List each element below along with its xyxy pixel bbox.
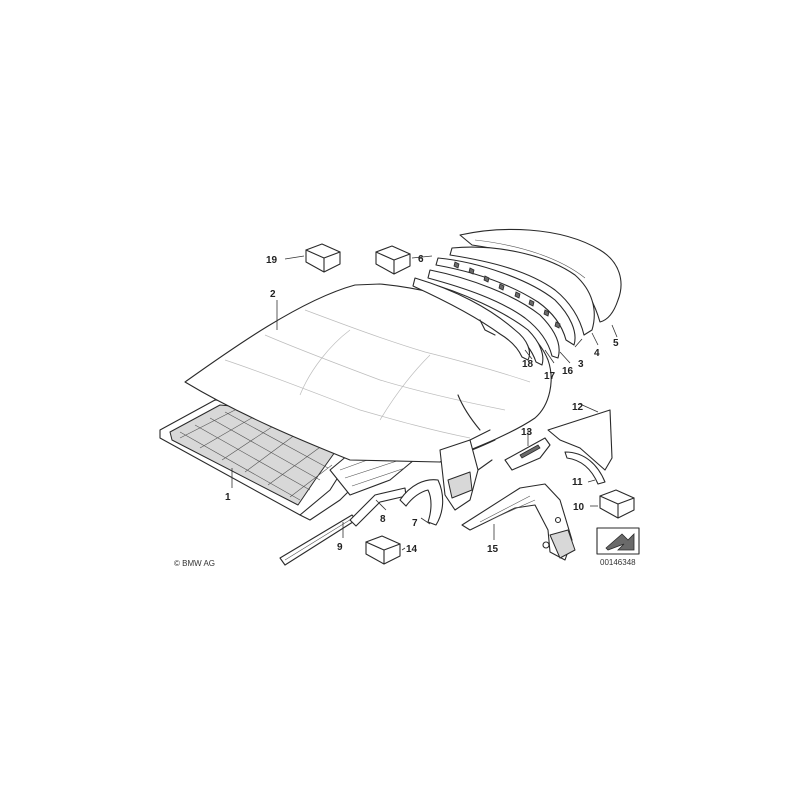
rail-part-4[interactable] (449, 246, 595, 336)
hinge-mechanism-left[interactable] (439, 429, 493, 511)
callout-11: 11 (572, 477, 583, 488)
callout-6: 6 (418, 254, 424, 265)
callout-13: 13 (521, 427, 533, 438)
callout-14: 14 (406, 544, 418, 555)
trim-part-8[interactable] (349, 487, 407, 527)
direction-arrow-icon (605, 533, 635, 551)
pad-block-19[interactable] (305, 243, 341, 273)
callout-5: 5 (613, 338, 619, 349)
callout-8: 8 (380, 514, 386, 525)
orientation-arrow-box (596, 527, 640, 555)
rail-part-18[interactable] (412, 277, 531, 361)
rail-part-16[interactable] (427, 269, 560, 359)
callout-18: 18 (522, 359, 534, 370)
rail-part-3[interactable] (435, 257, 576, 346)
copyright-text: © BMW AG (174, 559, 215, 568)
leader-lines (231, 255, 618, 551)
hinge-bracket-15[interactable] (461, 483, 576, 561)
callout-19: 19 (266, 255, 278, 266)
callout-2: 2 (270, 289, 276, 300)
callout-10: 10 (573, 502, 585, 513)
callout-15: 15 (487, 544, 499, 555)
diagram-id: 00146348 (600, 558, 636, 567)
callout-17: 17 (544, 371, 556, 382)
callout-16: 16 (562, 366, 574, 377)
pad-block-6[interactable] (375, 245, 411, 275)
callout-7: 7 (412, 518, 418, 529)
pillar-trim-7[interactable] (399, 479, 444, 526)
callout-3: 3 (578, 359, 584, 370)
callout-1: 1 (225, 492, 231, 503)
callout-12: 12 (572, 402, 584, 413)
panel-part-12[interactable] (547, 409, 613, 471)
pad-block-10[interactable] (599, 489, 635, 519)
seal-strip-9[interactable] (279, 514, 357, 566)
callout-9: 9 (337, 542, 343, 553)
pad-block-14[interactable] (365, 535, 401, 565)
callout-4: 4 (594, 348, 600, 359)
trim-part-11[interactable] (564, 451, 606, 485)
bracket-part-13[interactable] (504, 437, 551, 471)
